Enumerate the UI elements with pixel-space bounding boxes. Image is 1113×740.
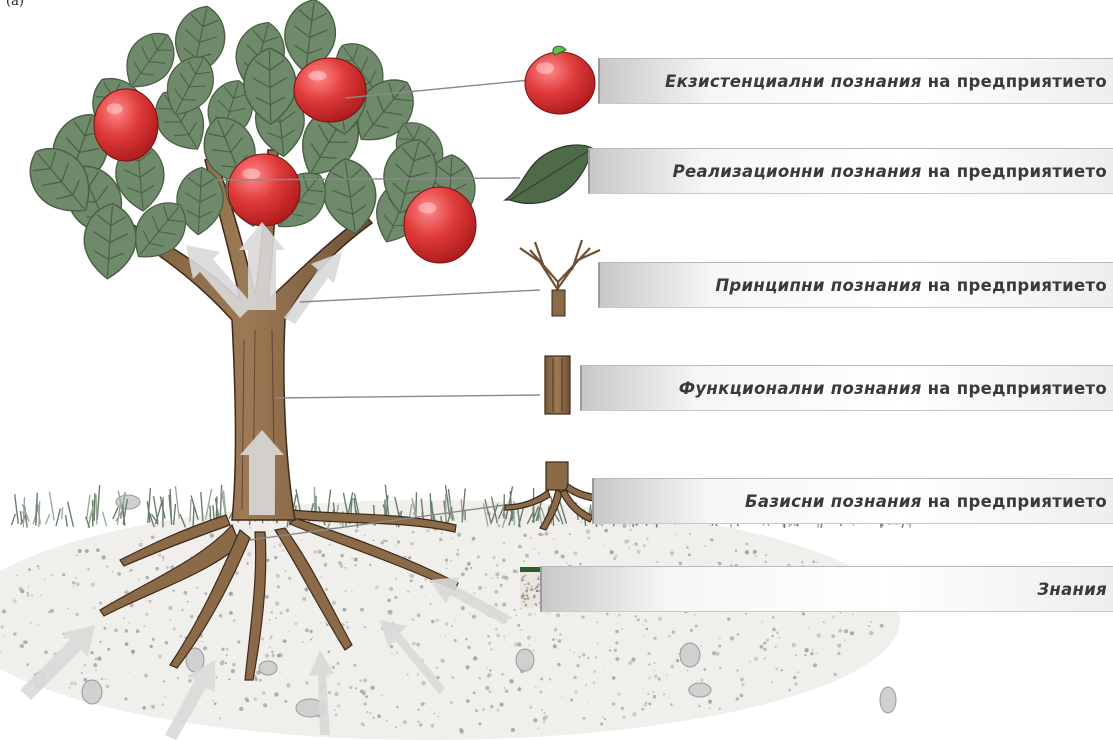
level-bar-suffix: на предприятието	[928, 162, 1107, 181]
figure-label: (a)	[6, 0, 24, 9]
level-bar-emphasis: Принципни познания	[715, 276, 921, 295]
level-bar-suffix: на предприятието	[928, 379, 1107, 398]
level-bar-emphasis: Знания	[1037, 580, 1107, 599]
level-bar-suffix: на предприятието	[928, 72, 1107, 91]
apple-level-icon	[525, 46, 595, 114]
level-bar-existential: Екзистенциални познания на предприятието	[598, 58, 1113, 104]
level-bar-emphasis: Базисни познания	[745, 492, 922, 511]
level-bar-suffix: на предприятието	[928, 276, 1107, 295]
level-bar-knowledge: Знания	[540, 566, 1113, 612]
trunk-level-icon	[545, 356, 570, 414]
branches-level-icon	[520, 240, 600, 316]
ground-soil	[0, 495, 900, 740]
level-bar-emphasis: Функционални познания	[679, 379, 922, 398]
level-bar-realization: Реализационни познания на предприятието	[588, 148, 1113, 194]
level-bar-basic: Базисни познания на предприятието	[592, 478, 1113, 524]
level-bar-principle: Принципни познания на предприятието	[598, 262, 1113, 308]
level-bar-functional: Функционални познания на предприятието	[580, 365, 1113, 411]
leaf-level-icon	[505, 145, 592, 204]
level-bar-emphasis: Реализационни познания	[673, 162, 922, 181]
level-bar-suffix: на предприятието	[928, 492, 1107, 511]
level-bar-emphasis: Екзистенциални познания	[665, 72, 922, 91]
